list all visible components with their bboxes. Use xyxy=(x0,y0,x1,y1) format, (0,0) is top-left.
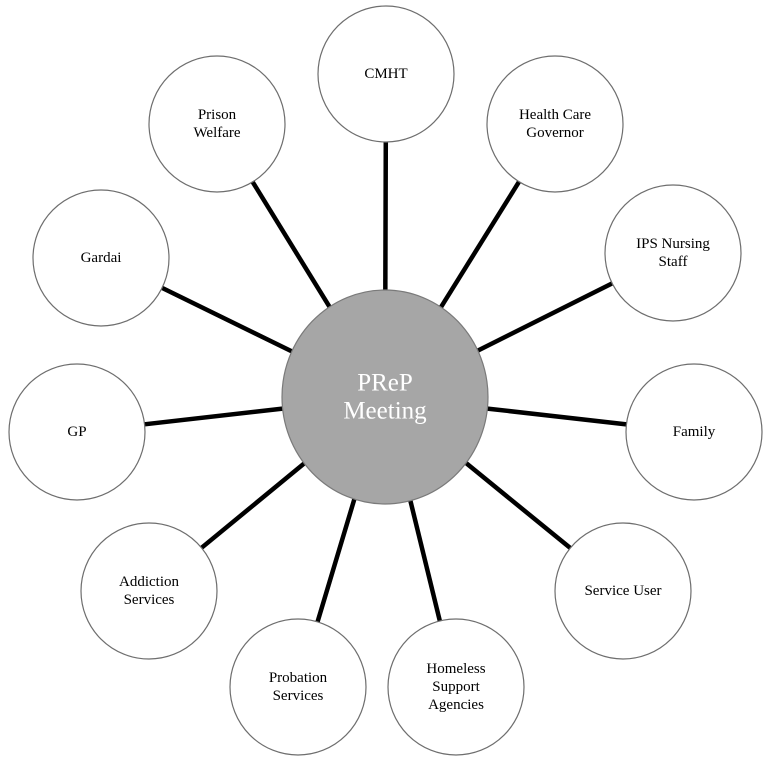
spokes-layer xyxy=(144,141,627,623)
label-line: Services xyxy=(124,592,175,608)
label-line: Governor xyxy=(526,125,583,141)
node-label: Family xyxy=(673,424,716,440)
label-line: CMHT xyxy=(364,66,407,82)
spoke-addiction-services xyxy=(200,461,306,550)
hub-circle xyxy=(281,289,489,505)
label-line: Family xyxy=(673,424,716,440)
node-gp: GP xyxy=(8,363,146,501)
node-gardai: Gardai xyxy=(32,189,170,327)
spoke-family xyxy=(487,406,627,427)
label-line: IPS Nursing xyxy=(636,236,710,252)
label-line: Staff xyxy=(659,254,688,270)
label-line: GP xyxy=(67,424,86,440)
spoke-prison-welfare xyxy=(250,180,332,309)
label-line: Support xyxy=(432,679,480,695)
label-line: Meeting xyxy=(343,398,427,425)
node-circle xyxy=(625,363,763,501)
node-service-user: Service User xyxy=(554,522,692,660)
spoke-gp xyxy=(144,406,283,427)
spoke-service-user xyxy=(464,461,572,550)
label-line: Gardai xyxy=(81,250,122,266)
label-line: Homeless xyxy=(426,661,485,677)
node-cmht: CMHT xyxy=(317,5,455,143)
node-circle xyxy=(387,618,525,756)
node-circle xyxy=(148,55,286,193)
node-circle xyxy=(8,363,146,501)
label-line: Agencies xyxy=(428,697,484,713)
node-circle xyxy=(80,522,218,660)
label-line: Addiction xyxy=(119,574,179,590)
spoke-ips-nursing-staff xyxy=(476,281,614,353)
node-circle xyxy=(229,618,367,756)
node-label: Service User xyxy=(584,583,661,599)
label-line: Services xyxy=(273,688,324,704)
spoke-gardai xyxy=(161,285,293,354)
node-circle xyxy=(554,522,692,660)
label-line: Welfare xyxy=(193,125,240,141)
node-circle xyxy=(486,55,624,193)
spoke-probation-services xyxy=(315,498,357,623)
label-line: Health Care xyxy=(519,107,591,123)
label-line: Prison xyxy=(198,107,237,123)
label-line: PReP xyxy=(357,370,413,397)
node-label: Gardai xyxy=(81,250,122,266)
node-circle xyxy=(317,5,455,143)
spoke-homeless-support-agencies xyxy=(408,500,443,622)
node-circle xyxy=(604,184,742,322)
node-label: GP xyxy=(67,424,86,440)
spoke-health-care-governor xyxy=(439,180,521,309)
node-label: CMHT xyxy=(364,66,407,82)
node-family: Family xyxy=(625,363,763,501)
label-line: Service User xyxy=(584,583,661,599)
node-circle xyxy=(32,189,170,327)
label-line: Probation xyxy=(269,670,328,686)
